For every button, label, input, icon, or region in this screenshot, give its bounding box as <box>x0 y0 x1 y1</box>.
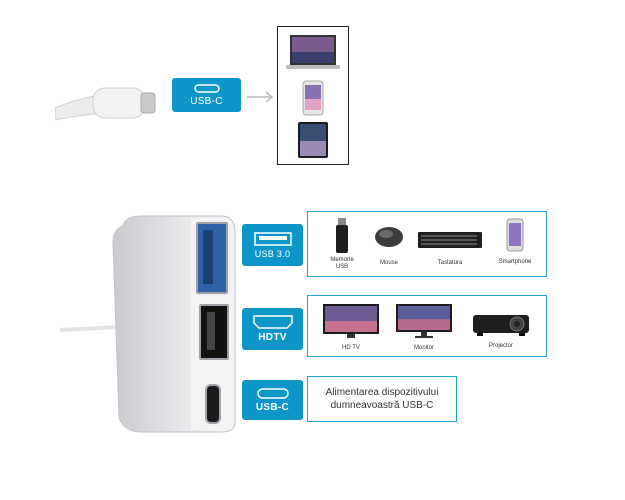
usb-stick-icon <box>336 218 348 253</box>
arrow-right-icon <box>247 91 274 103</box>
usb-devices-panel: Memorie USB Mouse Tastatura Smartphone <box>307 211 547 277</box>
monitor-caption: Monitor <box>413 345 434 351</box>
hdtv-caption: HD TV <box>342 345 360 351</box>
power-description: Alimentarea dispozitivului dumneavoastră… <box>325 387 439 411</box>
usbc-top-label: USB-C <box>190 95 223 107</box>
mouse-item: Mouse <box>368 226 410 267</box>
smartphone-caption: Smartphone <box>498 259 532 265</box>
projector-icon <box>473 315 529 336</box>
usb3-label: USB 3.0 <box>254 248 291 259</box>
monitor-item: Monitor <box>394 303 454 352</box>
usbc-port <box>205 384 221 424</box>
smartphone-icon <box>506 218 524 252</box>
hdmi-port <box>199 304 229 360</box>
usbc-power-label: USB-C <box>255 401 290 413</box>
monitor-icon <box>396 304 452 338</box>
adapter-cable-image <box>60 325 120 332</box>
laptop-icon <box>286 35 340 69</box>
hdmi-devices-panel: HD TV Monitor Projector <box>307 295 547 357</box>
hdtv-item: HD TV <box>321 303 381 352</box>
mouse-icon <box>375 227 403 247</box>
hdmi-port-icon <box>252 315 293 329</box>
usbc-port-icon <box>193 83 220 93</box>
usb-stick-item: Memorie USB <box>324 218 360 271</box>
adapter-image <box>111 212 237 434</box>
smartphone-icon <box>302 80 324 116</box>
power-panel: Alimentarea dispozitivului dumneavoastră… <box>307 376 457 422</box>
keyboard-icon <box>418 232 482 248</box>
projector-caption: Projector <box>488 343 513 349</box>
mouse-caption: Mouse <box>379 260 398 266</box>
projector-item: Projector <box>468 311 534 350</box>
hdtv-badge: HDTV <box>242 308 303 350</box>
keyboard-item: Tastatura <box>418 232 482 267</box>
tv-icon <box>323 304 379 338</box>
usbc-port-icon <box>256 387 289 399</box>
usbc-cable-image <box>55 87 156 121</box>
devices-frame <box>277 26 349 165</box>
usb3-badge: USB 3.0 <box>242 224 303 266</box>
usb-port-icon <box>253 231 292 246</box>
usbc-power-badge: USB-C <box>242 380 303 420</box>
usb3-port <box>196 222 228 294</box>
usbc-top-badge: USB-C <box>172 78 241 112</box>
hdtv-label: HDTV <box>258 332 287 343</box>
tablet-icon <box>298 122 328 158</box>
keyboard-caption: Tastatura <box>437 260 463 266</box>
usb-stick-caption: Memorie USB <box>330 257 354 270</box>
smartphone-item: Smartphone <box>490 218 540 266</box>
